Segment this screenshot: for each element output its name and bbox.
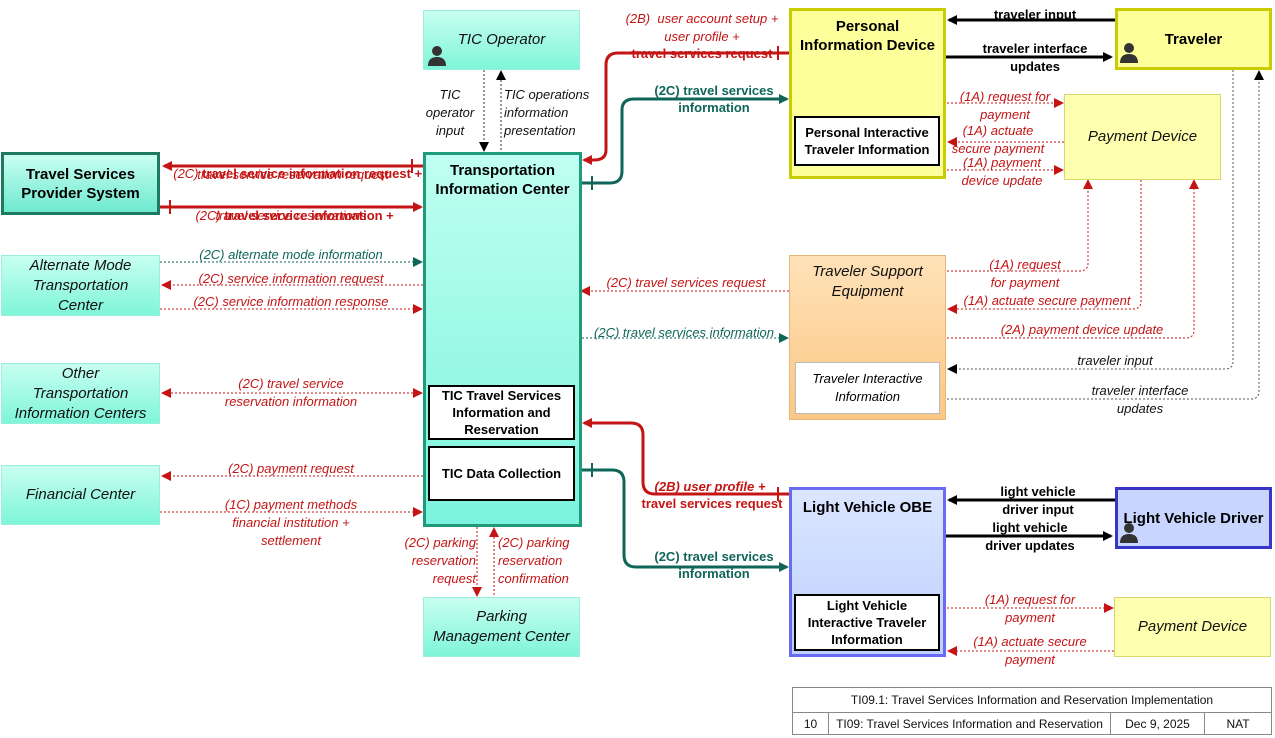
title-block-date: Dec 9, 2025 bbox=[1111, 712, 1205, 735]
lv-driver-label: Light Vehicle Driver bbox=[1123, 509, 1264, 527]
tic-operator-label: TIC Operator bbox=[457, 31, 546, 48]
payment-device-box-2: Payment Device bbox=[1114, 597, 1271, 657]
flow-label-fin2: (1C) payment methods financial instituti… bbox=[224, 497, 358, 548]
flow-label-alt3: (2C) service information response bbox=[193, 294, 389, 309]
flow-label-pay-actuate: (1A) actuate secure payment bbox=[951, 123, 1045, 156]
flow-label-trav-updates: traveler interface updates bbox=[982, 41, 1088, 74]
person-icon bbox=[1120, 523, 1138, 543]
person-icon bbox=[1120, 43, 1138, 63]
flow-label-lv-req-a: (2B) user profile + bbox=[654, 479, 766, 494]
flow-label-tse-trav-updates: traveler interface updates bbox=[1091, 383, 1189, 416]
flow-label-lv-info-b: information bbox=[678, 566, 750, 581]
parking-box: Parking Management Center bbox=[423, 597, 580, 657]
title-block-subtitle: TI09: Travel Services Information and Re… bbox=[829, 712, 1111, 735]
payment-device-label-2: Payment Device bbox=[1137, 618, 1248, 635]
payment-device-label-1: Payment Device bbox=[1087, 128, 1198, 145]
flow-label-tse-trav-input: traveler input bbox=[1077, 353, 1153, 368]
tse-inner-box: Traveler Interactive Information bbox=[795, 362, 940, 414]
flow-label-tsps-info-bold: travel service information + bbox=[224, 208, 394, 223]
title-block-number: 10 bbox=[793, 712, 829, 735]
person-icon bbox=[428, 46, 446, 66]
traveler-box: Traveler bbox=[1115, 8, 1272, 70]
other-tic-label: Other Transportation Information Centers bbox=[14, 364, 147, 422]
flow-label-tsps-req-b: travel service reservation request bbox=[197, 167, 389, 182]
flow-label-pid-info-b: information bbox=[678, 100, 750, 115]
parking-label: Parking Management Center bbox=[433, 608, 570, 645]
flow-label-tse-pay-req: (1A) request for payment bbox=[989, 257, 1061, 290]
tsps-box: Travel Services Provider System bbox=[1, 152, 160, 215]
lv-obe-label: Light Vehicle OBE bbox=[802, 499, 933, 516]
tse-label: Traveler Support Equipment bbox=[812, 263, 923, 300]
traveler-label: Traveler bbox=[1164, 30, 1223, 48]
title-block-title: TI09.1: Travel Services Information and … bbox=[793, 688, 1271, 713]
tic-travel-services-box: TIC Travel Services Information and Rese… bbox=[428, 385, 575, 440]
tsps-label: Travel Services Provider System bbox=[21, 165, 140, 202]
flow-label-tic-op-present: TIC operations information presentation bbox=[504, 87, 590, 138]
flow-label-park2: (2C) parking reservation confirmation bbox=[498, 535, 570, 586]
flow-label-park1: (2C) parking reservation request bbox=[404, 535, 476, 586]
flow-label-tsps-info: (2C) travel service information + bbox=[164, 189, 418, 225]
flow-label-other-tic: (2C) travel service reservation informat… bbox=[224, 376, 358, 409]
lv-obe-inner-box: Light Vehicle Interactive Traveler Infor… bbox=[794, 594, 940, 651]
flow-label-tse-pay-upd: (2A) payment device update bbox=[1000, 322, 1164, 337]
flow-label-trav-input: traveler input bbox=[993, 7, 1077, 22]
lv-driver-box: Light Vehicle Driver bbox=[1115, 487, 1272, 549]
pid-inner-box: Personal Interactive Traveler Informatio… bbox=[794, 116, 940, 166]
flow-label-lvd-updates: light vehicle driver updates bbox=[985, 520, 1075, 553]
pid-label: Personal Information Device bbox=[799, 18, 936, 54]
altmode-box: Alternate Mode Transportation Center bbox=[1, 255, 160, 316]
flow-label-tic-op-input: TIC operator input bbox=[425, 87, 475, 138]
tic-data-collection-box: TIC Data Collection bbox=[428, 446, 575, 501]
flow-label-lv-pay-req: (1A) request for payment bbox=[984, 592, 1076, 625]
flow-label-lv-req: (2B) user profile + bbox=[640, 478, 780, 496]
flow-label-lv-req-b: travel services request bbox=[641, 496, 783, 511]
flow-label-fin1: (2C) payment request bbox=[228, 461, 354, 476]
tic-operator-box: TIC Operator bbox=[423, 10, 580, 70]
altmode-label: Alternate Mode Transportation Center bbox=[29, 256, 132, 314]
flow-label-alt2: (2C) service information request bbox=[198, 271, 384, 286]
title-block: TI09.1: Travel Services Information and … bbox=[792, 687, 1272, 735]
flow-label-lvd-input: light vehicle driver input bbox=[1000, 484, 1076, 517]
tic-label: Transportation Information Center bbox=[435, 162, 570, 198]
flow-label-tse-info: (2C) travel services information bbox=[594, 325, 774, 340]
flow-label-tsps-req-bold: travel service information request + bbox=[202, 166, 423, 181]
payment-device-box-1: Payment Device bbox=[1064, 94, 1221, 180]
flow-label-pid-req-b: travel services request bbox=[631, 46, 773, 61]
flow-label-pay-req: (1A) request for payment bbox=[959, 89, 1051, 122]
financial-label: Financial Center bbox=[25, 486, 136, 503]
flow-label-pid-info: (2C) travel services bbox=[654, 83, 774, 98]
title-block-org: NAT bbox=[1226, 716, 1250, 731]
flow-label-lv-pay-act: (1A) actuate secure payment bbox=[973, 634, 1087, 667]
other-tic-box: Other Transportation Information Centers bbox=[1, 363, 160, 424]
flow-label-tsps-info-b: travel service reservations bbox=[215, 208, 367, 223]
flow-label-pay-update: (1A) payment device update bbox=[961, 155, 1043, 188]
flow-label-tsps-req: (2C) travel service information request … bbox=[166, 147, 423, 183]
flow-label-tse-pay-act: (1A) actuate secure payment bbox=[963, 293, 1131, 308]
flow-label-tsps-info-code: (2C) bbox=[195, 208, 225, 223]
flow-label-tsps-req-code: (2C) bbox=[173, 166, 203, 181]
flow-label-pid-req: (2B) user account setup + user profile + bbox=[625, 11, 779, 44]
flow-label-lv-info: (2C) travel services bbox=[654, 549, 774, 564]
financial-box: Financial Center bbox=[1, 465, 160, 525]
flow-label-tse-req: (2C) travel services request bbox=[606, 275, 766, 290]
flow-label-alt1: (2C) alternate mode information bbox=[199, 247, 383, 262]
